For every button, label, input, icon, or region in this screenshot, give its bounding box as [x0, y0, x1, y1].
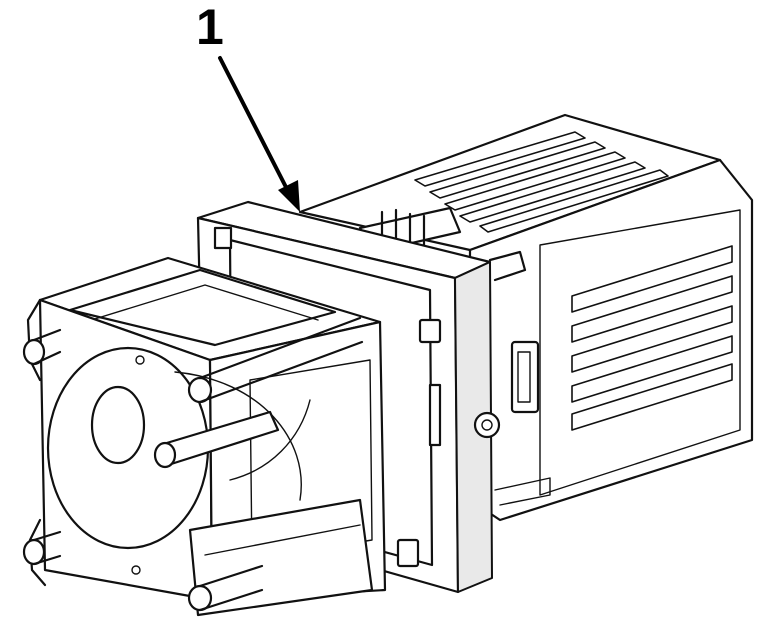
- rear-housing: [298, 113, 754, 522]
- top-vents: [414, 131, 669, 233]
- callout-number: 1: [196, 0, 224, 55]
- side-vents: [571, 245, 733, 431]
- mounting-screw: [473, 411, 501, 439]
- inner-bore: [90, 385, 146, 465]
- guide-pin-bottom-left: [22, 538, 46, 566]
- callout-arrow: [218, 56, 300, 212]
- front-insert: [22, 256, 387, 617]
